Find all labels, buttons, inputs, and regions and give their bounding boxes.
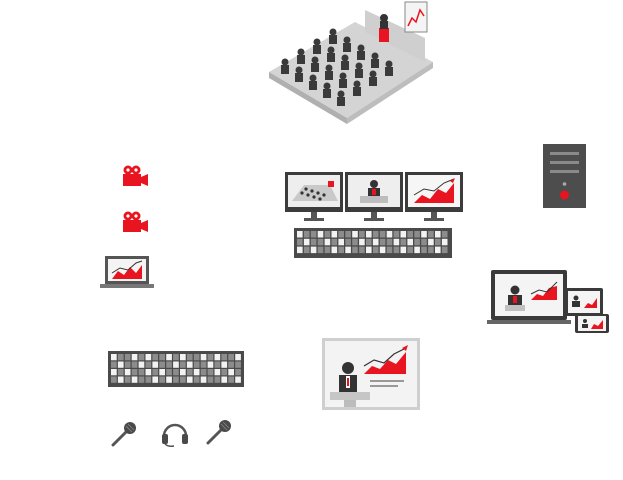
microphone-icon bbox=[110, 420, 138, 448]
triple-monitor-icon bbox=[284, 171, 464, 223]
video-camera-icon bbox=[121, 165, 149, 187]
lecture-hall-icon bbox=[265, 0, 437, 126]
headset-icon bbox=[160, 418, 190, 448]
laptop-icon bbox=[100, 255, 154, 289]
video-camera-icon bbox=[121, 211, 149, 233]
control-keyboard-icon bbox=[108, 351, 244, 387]
multi-device-icon bbox=[487, 268, 611, 334]
control-keyboard-icon bbox=[294, 228, 452, 258]
presenter-screen-icon bbox=[322, 338, 420, 410]
server-tower-icon bbox=[543, 144, 586, 208]
microphone-icon bbox=[205, 418, 233, 446]
